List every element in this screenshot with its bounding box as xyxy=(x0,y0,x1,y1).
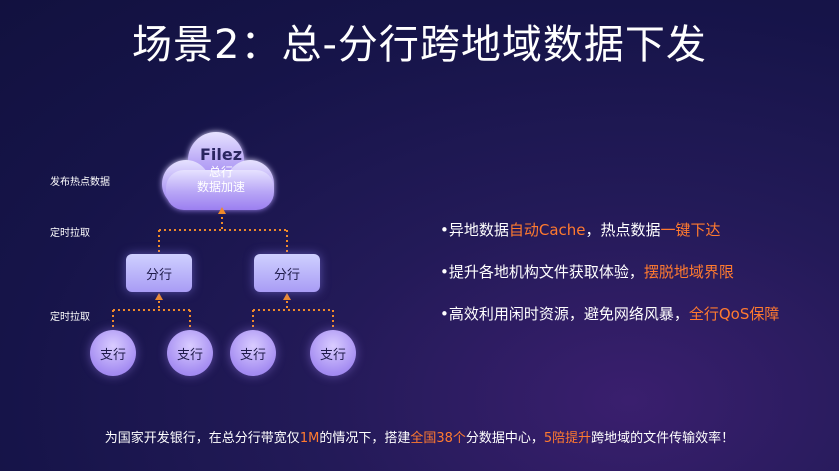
footer-summary: 为国家开发银行，在总分行带宽仅1M的情况下，搭建全国38个分数据中心，5陪提升跨… xyxy=(0,427,839,446)
branch-node-2: 分行 xyxy=(254,254,320,292)
bullet-text: ，热点数据 xyxy=(585,221,661,239)
label-pull-1: 定时拉取 xyxy=(50,228,90,239)
cloud-line-1: 总行 xyxy=(208,165,233,179)
footer-highlight: 1M xyxy=(299,431,320,446)
connector-arrows xyxy=(155,207,291,300)
bullet-text: 高效利用闲时资源，避免网络风暴， xyxy=(448,305,689,323)
page-title: 场景2：总-分行跨地域数据下发 xyxy=(132,22,707,68)
sub-node-4: 支行 xyxy=(310,330,356,376)
footer-text: 的情况下，搭建 xyxy=(319,431,411,446)
footer-text: 为国家开发银行，在总分行带宽仅 xyxy=(104,431,300,446)
bullet-highlight: 全行QoS保障 xyxy=(688,305,780,323)
bullet-list: •异地数据自动Cache，热点数据一键下达 •提升各地机构文件获取体验，摆脱地域… xyxy=(440,218,835,344)
bullet-text: 提升各地机构文件获取体验， xyxy=(448,263,644,281)
bullet-item-2: •提升各地机构文件获取体验，摆脱地域界限 xyxy=(440,260,835,302)
bullet-dot: • xyxy=(440,263,449,281)
label-publish: 发布热点数据 xyxy=(50,177,110,188)
cloud-label: Filez 总行 数据加速 xyxy=(176,145,266,195)
cloud-line-2: 数据加速 xyxy=(196,180,245,194)
footer-text: 分数据中心， xyxy=(465,431,544,446)
bullet-dot: • xyxy=(440,305,449,323)
bullet-highlight: 自动Cache xyxy=(508,221,586,239)
cloud-brand: Filez xyxy=(199,145,243,164)
bullet-text: 异地数据 xyxy=(448,221,509,239)
bullet-highlight: 摆脱地域界限 xyxy=(643,263,734,281)
bullet-highlight: 一键下达 xyxy=(660,221,721,239)
branch-node-1: 分行 xyxy=(126,254,192,292)
footer-highlight: 5陪提升 xyxy=(543,431,592,446)
sub-node-1: 支行 xyxy=(90,330,136,376)
connector-lines xyxy=(112,212,334,328)
bullet-item-1: •异地数据自动Cache，热点数据一键下达 xyxy=(440,218,835,260)
sub-node-2: 支行 xyxy=(167,330,213,376)
sub-node-3: 支行 xyxy=(230,330,276,376)
footer-text: 跨地域的文件传输效率！ xyxy=(591,431,735,446)
footer-highlight: 全国38个 xyxy=(410,431,466,446)
label-pull-2: 定时拉取 xyxy=(50,312,90,323)
bullet-item-3: •高效利用闲时资源，避免网络风暴，全行QoS保障 xyxy=(440,302,835,344)
bullet-dot: • xyxy=(440,221,449,239)
cloud-shape xyxy=(162,132,274,210)
